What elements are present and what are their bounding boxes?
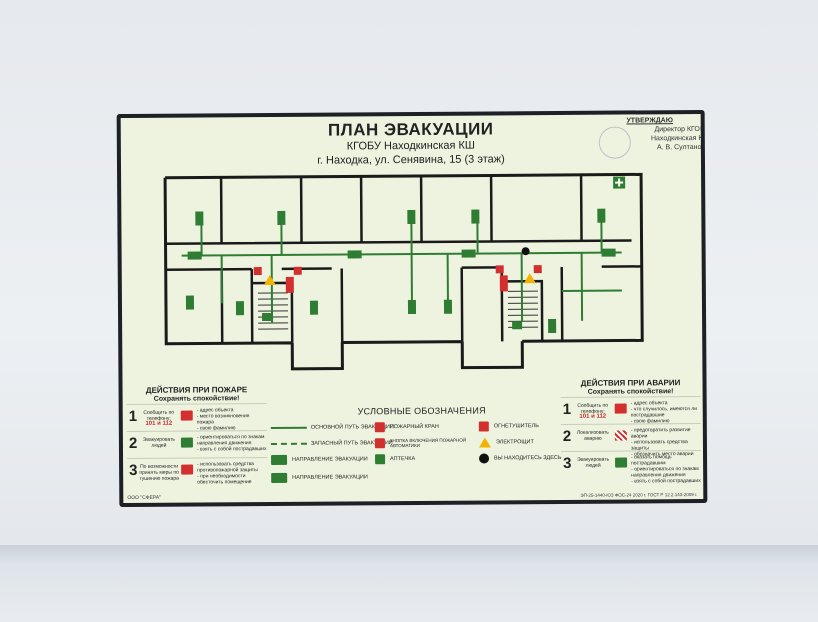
spare-route-line-icon [270, 442, 307, 445]
accident-step-number: 2 [562, 427, 572, 445]
fire-heading: ДЕЙСТВИЯ ПРИ ПОЖАРЕ [145, 385, 248, 395]
fire-step-number: 1 [128, 407, 138, 425]
fire-step-phone: 101 и 112 [145, 420, 173, 427]
fire-extinguisher-icon [478, 421, 489, 432]
fire-step-desc: - использовать средства противопожарной … [197, 461, 258, 486]
accident-step-3: 3 Эвакуировать людей - оказать помощь по… [560, 449, 702, 484]
legend-hydrant-label: ПОЖАРНЫЙ КРАН [389, 423, 439, 431]
extinguisher-icon [181, 464, 194, 475]
legend-direction-1: НАПРАВЛЕНИЕ ЭВАКУАЦИИ [271, 452, 368, 467]
accident-step-desc: - адрес объекта - что случилось, имеются… [630, 400, 697, 425]
fire-step-2: 2 Эвакуировать людей - ориентироваться п… [126, 430, 268, 458]
fire-step-number: 2 [128, 434, 138, 452]
accident-step-number: 3 [563, 454, 572, 472]
first-aid-icon [615, 457, 628, 468]
warning-icons [263, 273, 536, 286]
legend-first-aid: АПТЕЧКА [375, 452, 415, 466]
hazard-stripe-icon [614, 430, 627, 441]
legend-direction-2: НАПРАВЛЕНИЕ ЭВАКУАЦИИ [271, 470, 368, 485]
legend: УСЛОВНЫЕ ОБОЗНАЧЕНИЯ ОСНОВНОЙ ПУТЬ ЭВАКУ… [270, 405, 574, 497]
footer-codes: ЭП-25-1440-ЮЗ ФОС-24 2020 г. ГОСТ Р 12.2… [580, 492, 698, 498]
exit-arrow-icon [271, 472, 288, 483]
legend-electric-label: ЭЛЕКТРОЩИТ [495, 439, 534, 446]
evacuation-plan-board: ПЛАН ЭВАКУАЦИИ КГОБУ Находкинская КШ г. … [116, 109, 708, 508]
outer-walls [163, 172, 644, 371]
legend-electric: ЭЛЕКТРОЩИТ [478, 435, 534, 449]
accident-step-number: 1 [562, 400, 572, 418]
electric-warning-icon [478, 437, 491, 448]
first-aid-icon [613, 176, 626, 189]
fire-step-label: Эвакуировать людей [142, 436, 176, 449]
you-are-here-marker [521, 247, 530, 256]
legend-extinguisher-label: ОГНЕТУШИТЕЛЬ [493, 423, 539, 430]
fire-step-number: 3 [129, 461, 138, 479]
legend-direction-1-label: НАПРАВЛЕНИЕ ЭВАКУАЦИИ [292, 456, 368, 463]
accident-step-label: Локализовать аварию [576, 429, 609, 442]
fire-actions-panel: ДЕЙСТВИЯ ПРИ ПОЖАРЕ Сохранять спокойстви… [126, 385, 268, 486]
legend-you-are-here-label: ВЫ НАХОДИТЕСЬ ЗДЕСЬ [494, 454, 562, 462]
approval-line-3: А. В. Султанова [656, 143, 704, 152]
legend-alarm-button-label: КНОПКА ВКЛЮЧЕНИЯ ПОЖАРНОЙ АВТОМАТИКИ [389, 437, 467, 449]
legend-items: ОСНОВНОЙ ПУТЬ ЭВАКУАЦИИ ЗАПАСНЫЙ ПУТЬ ЭВ… [270, 419, 574, 497]
approval-block: УТВЕРЖДАЮ Директор КГОБУ Находкинская КШ… [591, 116, 704, 153]
fire-hydrant-icon [374, 422, 385, 433]
accident-step-2: 2 Локализовать аварию - предотвратить ра… [560, 422, 701, 457]
main-route-line-icon [270, 426, 307, 429]
wall-ledge [0, 545, 818, 622]
legend-first-aid-label: АПТЕЧКА [390, 455, 416, 463]
accident-step-phone: 101 и 112 [579, 413, 607, 420]
footer-maker: ООО "СФЕРА" [127, 494, 162, 501]
fire-step-label: По возможности принять меры по тушению п… [139, 463, 179, 482]
accident-step-label: Эвакуировать людей [576, 456, 610, 469]
fire-step-3: 3 По возможности принять меры по тушению… [127, 457, 268, 486]
legend-extinguisher: ОГНЕТУШИТЕЛЬ [478, 419, 539, 433]
exit-door-icon [271, 454, 288, 465]
floor-plan-drawing [163, 172, 644, 371]
accident-heading: ДЕЙСТВИЯ ПРИ АВАРИИ [580, 378, 681, 388]
inner-walls [165, 174, 642, 344]
legend-alarm-button: КНОПКА ВКЛЮЧЕНИЯ ПОЖАРНОЙ АВТОМАТИКИ [374, 436, 470, 451]
accident-step-1: 1 Сообщить по телефону: 101 и 112 - адре… [560, 395, 701, 425]
legend-hydrant: ПОЖАРНЫЙ КРАН [374, 420, 439, 434]
fire-step-desc: - ориентироваться по знакам направления … [196, 434, 267, 453]
accident-step-desc: - оказать помощь пострадавшим - ориентир… [631, 454, 701, 485]
first-aid-kit-icon [375, 454, 386, 465]
evacuation-routes [181, 210, 622, 323]
exit-signs [185, 208, 616, 334]
you-are-here-icon [479, 453, 490, 464]
exit-icon [180, 437, 193, 448]
phone-icon [180, 410, 193, 421]
legend-heading: УСЛОВНЫЕ ОБОЗНАЧЕНИЯ [357, 405, 486, 417]
fire-step-desc: - адрес объекта - место возникновения по… [196, 407, 250, 432]
evacuation-plan-sheet: ПЛАН ЭВАКУАЦИИ КГОБУ Находкинская КШ г. … [120, 113, 704, 504]
legend-direction-2-label: НАПРАВЛЕНИЕ ЭВАКУАЦИИ [292, 474, 368, 481]
alarm-button-icon [374, 438, 385, 449]
legend-you-are-here: ВЫ НАХОДИТЕСЬ ЗДЕСЬ [479, 451, 562, 466]
fire-equipment-icons [253, 265, 542, 293]
accident-actions-panel: ДЕЙСТВИЯ ПРИ АВАРИИ Сохранять спокойстви… [560, 378, 702, 484]
fire-step-1: 1 Сообщить по телефону: 101 и 112 - адре… [126, 403, 267, 432]
phone-icon [614, 403, 627, 414]
